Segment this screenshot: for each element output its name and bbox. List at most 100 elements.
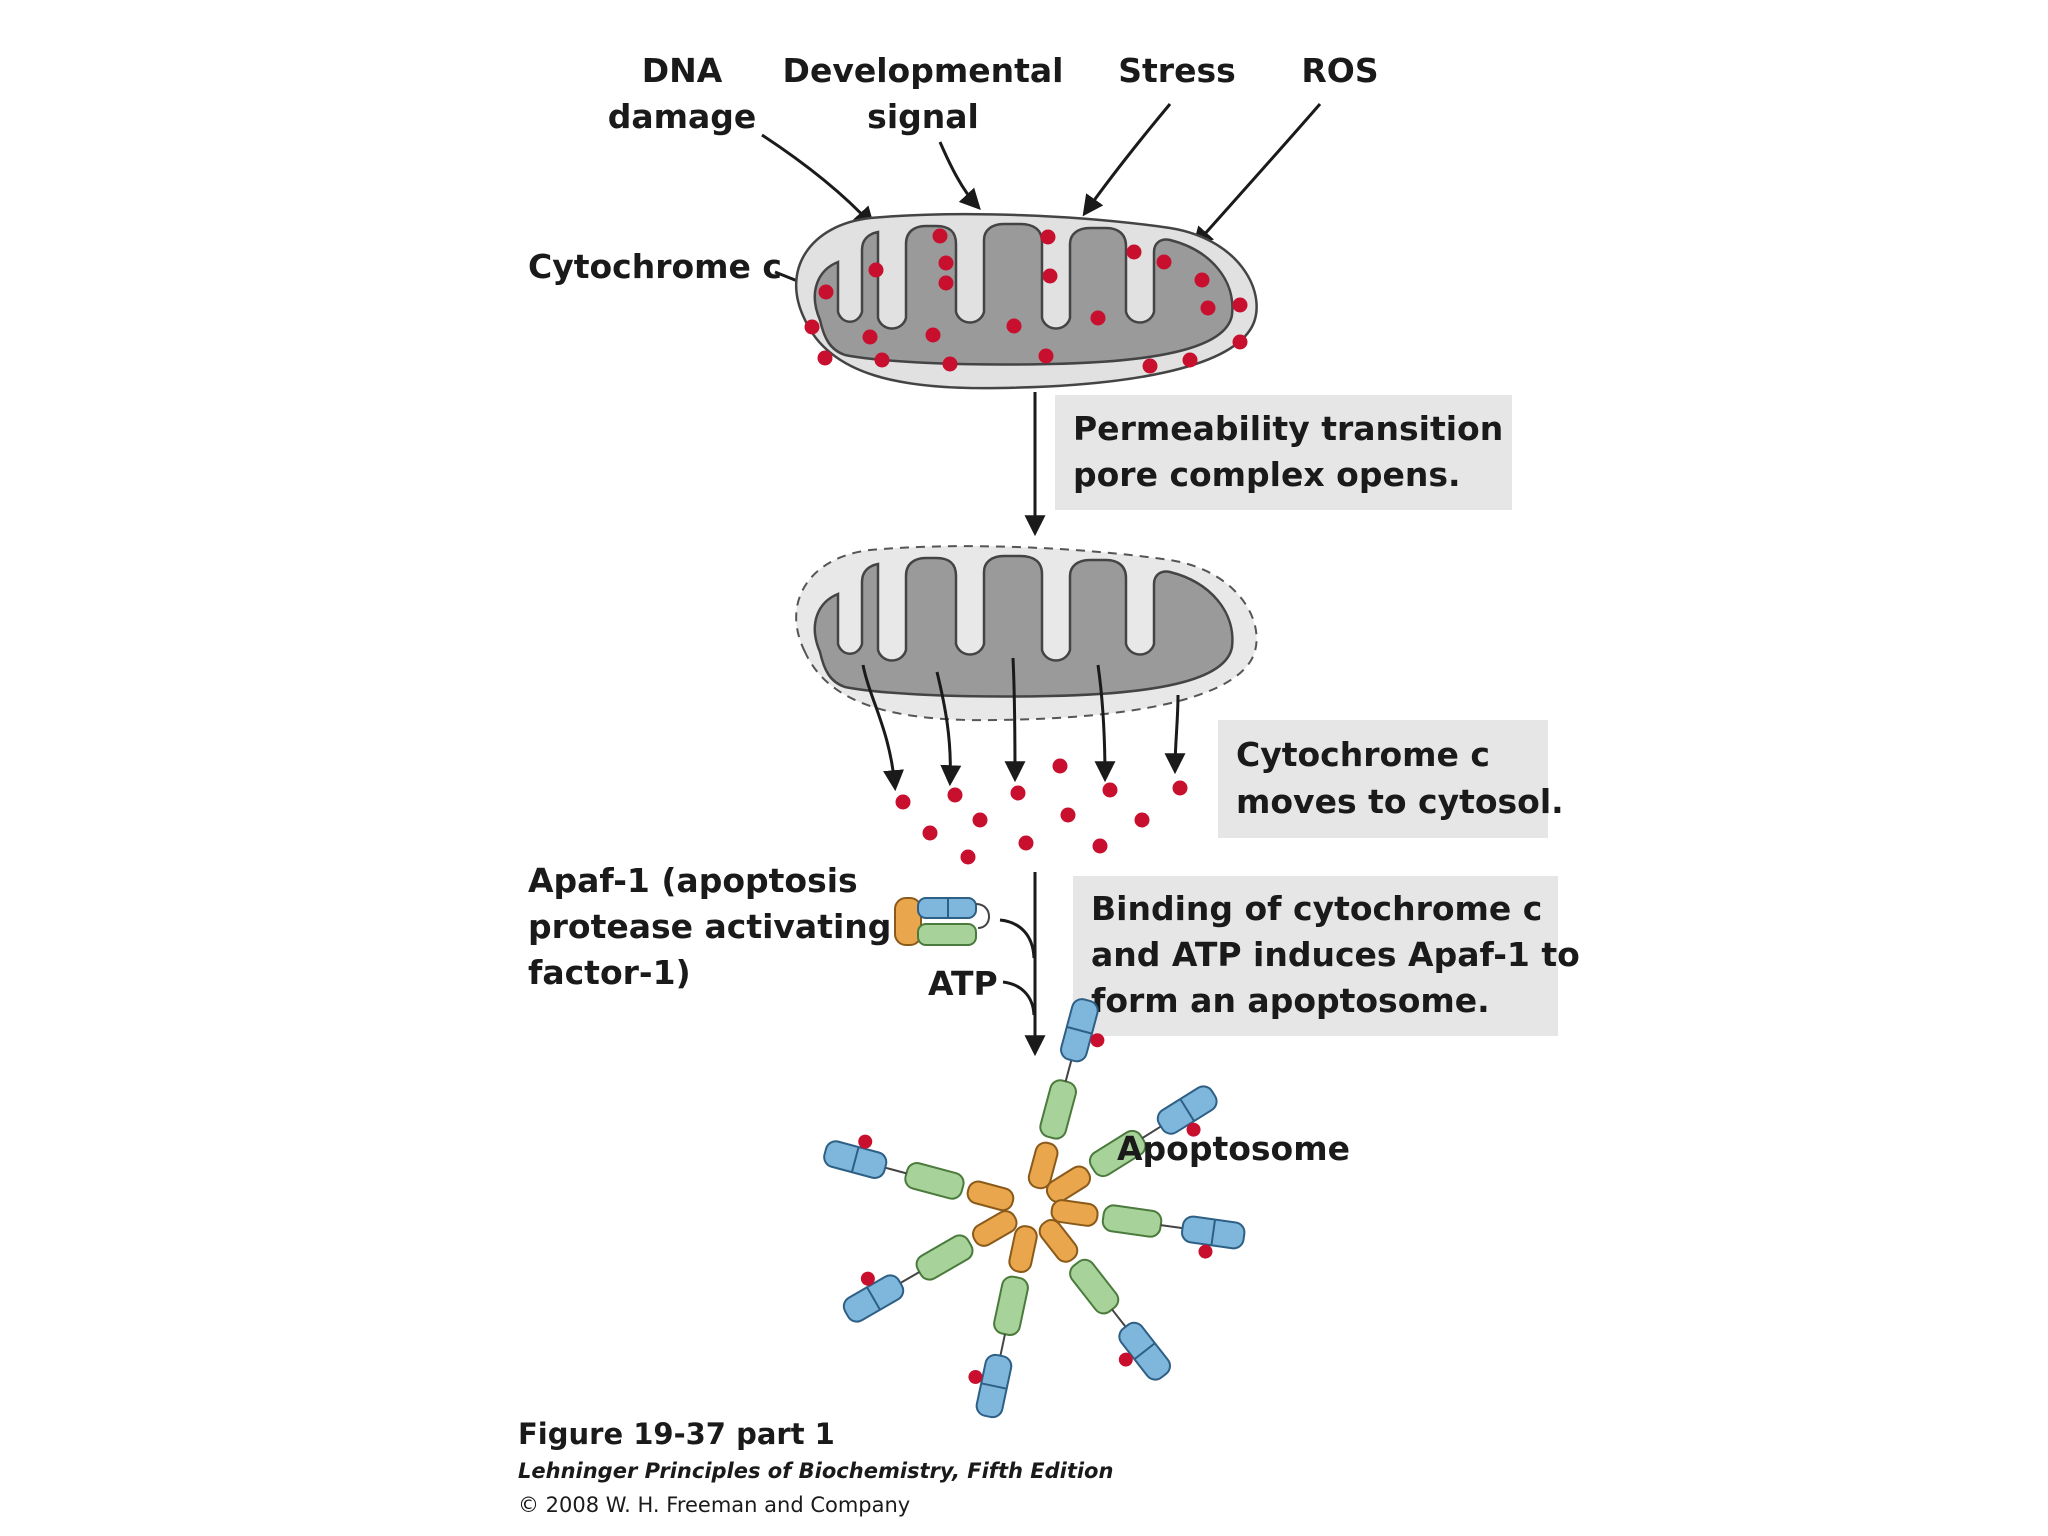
apaf1-spoke [1027,998,1105,1190]
step3-box: Binding of cytochrome c and ATP induces … [1073,876,1580,1036]
cytochrome-c-dot [938,275,954,291]
bound-cytochrome-c [968,1369,983,1384]
label-cytochrome-c: Cytochrome c [528,247,782,286]
cytochrome-c-dot [947,787,963,803]
apaf1-spoke [1038,1219,1171,1381]
cytochrome-c-dot [874,352,890,368]
cytochrome-c-dot [1060,807,1076,823]
caption-title: Figure 19-37 part 1 [518,1417,835,1451]
cytochrome-c-dot [942,356,958,372]
cytochrome-c-dot [1006,318,1022,334]
mitochondrion-intact [794,212,1258,390]
bound-cytochrome-c [860,1271,875,1286]
release-arrows [861,657,1186,792]
step1-line1: Permeability transition [1073,409,1503,448]
signal-dna-damage: DNA damage [608,51,757,136]
cytochrome-c-dot [1134,812,1150,828]
step3-line3: form an apoptosome. [1091,981,1490,1020]
apaf1-spoke [1045,1085,1218,1203]
cytochrome-c-dot [1194,272,1210,288]
apaf1-line3: factor-1) [528,953,691,992]
cytochrome-c-dot [1010,785,1026,801]
cytochrome-c-dot [1092,838,1108,854]
mitochondrion-permeabilized [795,545,1258,722]
cytochrome-c-dot [868,262,884,278]
signal-developmental-line2: signal [867,97,979,136]
cytochrome-c-dot [1232,297,1248,313]
bound-cytochrome-c [858,1134,873,1149]
apaf1-line2: protease activating [528,907,891,946]
release-arrow [935,671,962,787]
cytochrome-c-dot [922,825,938,841]
apoptosome [823,998,1246,1419]
cytochrome-c-dot [1042,268,1058,284]
apoptosome-hub [1014,1189,1050,1225]
step3-line1: Binding of cytochrome c [1091,889,1542,928]
cytochrome-c-dot [818,284,834,300]
cytochrome-c-dot [804,319,820,335]
step3-line2: and ATP induces Apaf-1 to [1091,935,1580,974]
arrow-ros [1192,103,1322,249]
figure-caption: Figure 19-37 part 1 Lehninger Principles… [518,1417,1113,1517]
signal-stress: Stress [1118,51,1235,90]
cytochrome-c-dots [804,228,1248,374]
cytochrome-c-dot [1156,254,1172,270]
released-cytochrome-c [895,758,1188,865]
cytochrome-c-dot [1052,758,1068,774]
step2-line1: Cytochrome c [1236,735,1490,774]
step1-line2: pore complex opens. [1073,455,1461,494]
step2-box-bg [1218,720,1548,838]
cytochrome-c-dot [817,350,833,366]
release-arrow [861,664,904,792]
cytochrome-c-dot [1142,358,1158,374]
step1-box: Permeability transition pore complex ope… [1055,395,1512,510]
release-arrow [1004,657,1026,783]
signal-dna-damage-line1: DNA [642,51,723,90]
signal-developmental: Developmental signal [783,51,1064,136]
cytochrome-c-dot [960,849,976,865]
cytochrome-c-dot [1018,835,1034,851]
mitochondrial-matrix [813,222,1234,366]
label-apoptosome: Apoptosome [1117,1129,1350,1168]
apaf1-monomer-icon [894,897,990,946]
bound-cytochrome-c [1198,1244,1213,1259]
caption-book: Lehninger Principles of Biochemistry, Fi… [518,1459,1113,1483]
cytochrome-c-dot [1232,334,1248,350]
release-arrow [1094,664,1116,783]
cytochrome-c-dot [862,329,878,345]
cytochrome-c-dot [932,228,948,244]
bound-cytochrome-c [1118,1352,1133,1367]
apaf1-spoke [842,1210,1018,1323]
arrow-stress [1082,103,1172,217]
mitochondrial-matrix [813,554,1234,698]
cytochrome-c-dot [1040,229,1056,245]
cytochrome-c-dot [895,794,911,810]
release-arrow [1164,694,1186,775]
apaf1-spoke [823,1134,1015,1212]
cytochrome-c-dot [1090,310,1106,326]
join-atp [1002,980,1036,1016]
apaf1-line1: Apaf-1 (apoptosis [528,861,858,900]
signal-dna-damage-line2: damage [608,97,757,136]
arrow-dna-damage [761,133,875,229]
label-apaf1: Apaf-1 (apoptosis protease activating fa… [528,861,891,992]
label-atp: ATP [928,964,998,1003]
apaf1-spoke [1050,1199,1246,1259]
cytochrome-c-dot [938,255,954,271]
bound-cytochrome-c [1090,1033,1105,1048]
cytochrome-c-dot [1172,780,1188,796]
cytochrome-c-dot [972,812,988,828]
arrow-developmental [938,141,981,211]
cytochrome-c-dot [1102,782,1118,798]
apaf1-spoke [968,1225,1038,1419]
cytochrome-c-dot [1038,348,1054,364]
cytochrome-c-dot [1182,352,1198,368]
cytochrome-c-dot [1126,244,1142,260]
cytochrome-c-dot [1200,300,1216,316]
step3-box-bg [1073,876,1558,1036]
caption-copyright: © 2008 W. H. Freeman and Company [518,1493,910,1517]
signal-ros: ROS [1301,51,1378,90]
join-apaf1 [999,918,1036,959]
cytochrome-c-dot [925,327,941,343]
